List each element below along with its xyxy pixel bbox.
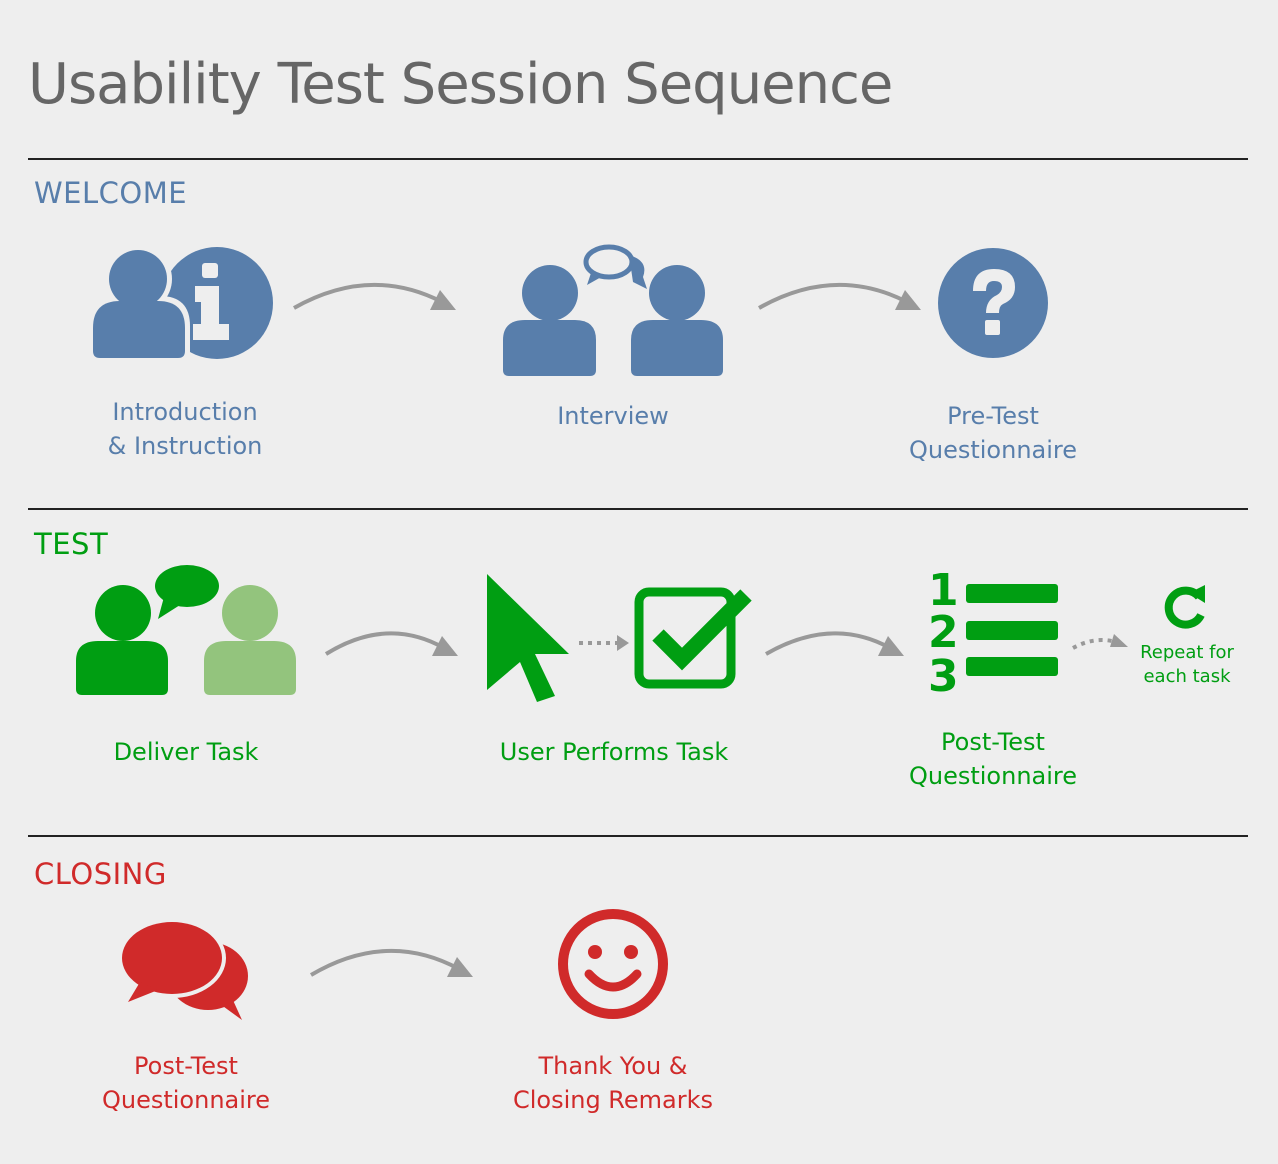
svg-text:3: 3 bbox=[928, 651, 959, 702]
users-speech-icon bbox=[76, 565, 296, 695]
smiley-icon bbox=[558, 909, 668, 1019]
page-title: Usability Test Session Sequence bbox=[28, 52, 893, 117]
divider bbox=[28, 508, 1248, 510]
divider bbox=[28, 158, 1248, 160]
refresh-icon bbox=[1164, 585, 1205, 629]
arrow-icon bbox=[765, 631, 904, 656]
step-label: Interview bbox=[557, 402, 669, 430]
divider bbox=[28, 835, 1248, 837]
section-heading-test: TEST bbox=[34, 527, 109, 561]
svg-text:1: 1 bbox=[928, 565, 959, 616]
step-label: User Performs Task bbox=[499, 738, 729, 766]
section-heading-closing: CLOSING bbox=[34, 857, 167, 891]
two-users-chat-icon bbox=[503, 244, 723, 376]
numbered-list-icon: 1 2 3 bbox=[928, 565, 1058, 702]
dotted-arrow-icon bbox=[1072, 634, 1128, 650]
cursor-icon bbox=[487, 574, 569, 702]
step-label: Introduction& Instruction bbox=[107, 398, 263, 460]
section-heading-welcome: WELCOME bbox=[34, 176, 188, 210]
arrow-icon bbox=[293, 282, 456, 310]
user-info-icon bbox=[90, 245, 273, 359]
arrow-icon bbox=[309, 948, 473, 977]
step-label: Thank You &Closing Remarks bbox=[512, 1052, 714, 1114]
svg-text:2: 2 bbox=[928, 607, 959, 658]
step-label: Deliver Task bbox=[113, 738, 259, 766]
speech-bubbles-icon bbox=[118, 918, 248, 1020]
dotted-arrow-icon bbox=[579, 635, 629, 651]
checkbox-icon bbox=[634, 587, 752, 689]
arrow-icon bbox=[758, 282, 921, 310]
question-circle-icon bbox=[938, 248, 1048, 358]
arrow-icon bbox=[324, 631, 458, 656]
